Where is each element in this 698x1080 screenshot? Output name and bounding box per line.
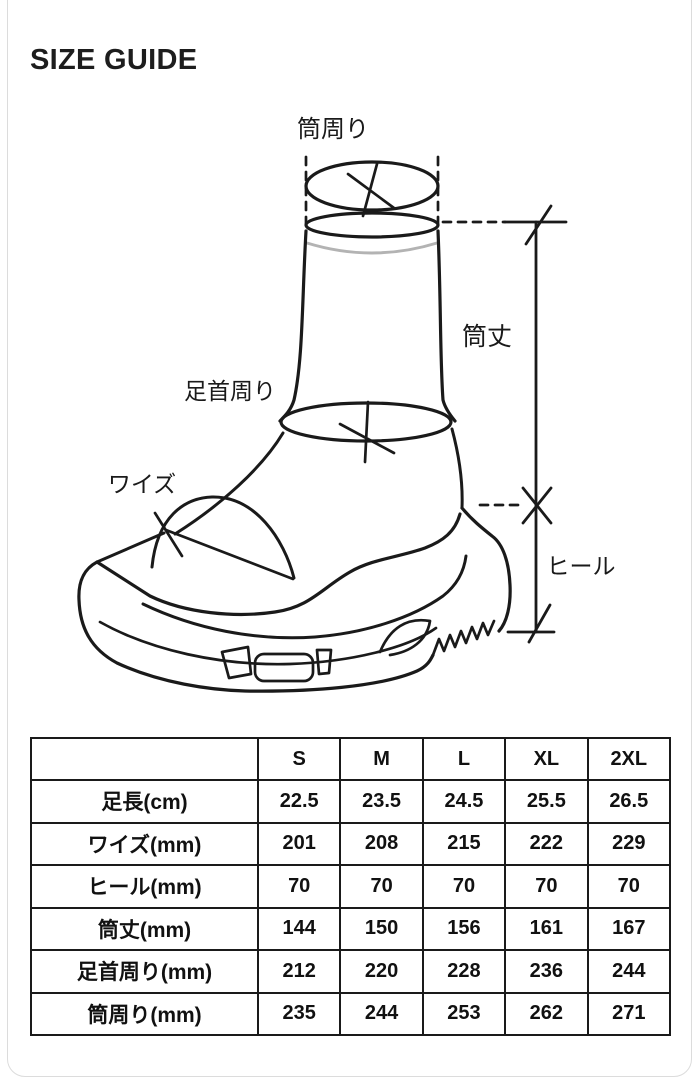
size-value: 253	[421, 991, 507, 1036]
table-row-width: ワイズ(mm) 201 208 215 222 229	[30, 821, 672, 866]
heel-block-right-edge	[460, 506, 512, 633]
dimension-lines	[441, 204, 568, 644]
size-value: 236	[504, 949, 589, 994]
sole-outline	[77, 560, 435, 693]
bottom-arrow-tick	[527, 603, 552, 644]
size-col-header-m: M	[339, 737, 424, 781]
size-value: 229	[586, 821, 672, 866]
heel-label: ヒール	[547, 553, 616, 579]
page-title: SIZE GUIDE	[30, 44, 198, 77]
size-value: 25.5	[504, 779, 589, 824]
size-col-header-xl: XL	[504, 737, 589, 781]
boot-shaft	[278, 155, 457, 423]
size-value: 208	[339, 821, 424, 866]
toe-dome-arc	[150, 495, 296, 580]
size-value: 215	[421, 821, 507, 866]
size-value: 228	[421, 949, 507, 994]
row-label: 足首周り(mm)	[30, 949, 259, 994]
size-value: 70	[256, 864, 342, 909]
row-label: ヒール(mm)	[30, 864, 259, 909]
foot-section	[95, 427, 464, 581]
sole-top-interface-line	[95, 512, 462, 617]
size-guide-table: S M L XL 2XL 足長(cm) 22.5 23.5 24.5 25.5 …	[30, 737, 672, 1036]
row-label: 足長(cm)	[30, 779, 259, 824]
shaft-rim-ellipse	[304, 211, 440, 239]
size-value: 244	[586, 949, 672, 994]
sole-section	[77, 506, 512, 693]
size-value: 144	[256, 906, 342, 951]
size-value: 24.5	[421, 779, 507, 824]
size-header-row: S M L XL 2XL	[30, 737, 672, 781]
heel-tread-sawtooth	[431, 619, 496, 657]
size-value: 70	[504, 864, 589, 909]
width-measure-line	[164, 528, 295, 581]
midsole-wave-line-1	[141, 554, 468, 640]
heel-back-line	[450, 427, 464, 510]
heel-arch-cutout	[378, 618, 432, 657]
size-value: 235	[256, 991, 342, 1036]
size-col-header-2xl: 2XL	[586, 737, 672, 781]
table-row-tube-circumference: 筒周り(mm) 235 244 253 262 271	[30, 991, 672, 1036]
size-value: 70	[586, 864, 672, 909]
ankle-cross-mark	[338, 400, 396, 464]
toe-top-edge	[95, 531, 166, 564]
diagram-labels: 筒周り 筒丈 足首周り ワイズ ヒール	[108, 116, 616, 579]
size-value: 26.5	[586, 779, 672, 824]
row-label: 筒丈(mm)	[30, 906, 259, 951]
shaft-gray-band	[305, 241, 439, 255]
size-value: 244	[339, 991, 424, 1036]
shaft-left-line	[278, 229, 308, 423]
ankle-section	[279, 400, 453, 464]
table-row-ankle-circumference: 足首周り(mm) 212 220 228 236 244	[30, 949, 672, 994]
size-value: 212	[256, 949, 342, 994]
width-label: ワイズ	[108, 471, 176, 497]
row-label: 筒周り(mm)	[30, 991, 259, 1036]
corner-cell	[30, 737, 259, 781]
midsole-wave-line-2	[98, 620, 438, 666]
size-value: 167	[586, 906, 672, 951]
row-label: ワイズ(mm)	[30, 821, 259, 866]
tube-height-label: 筒丈	[462, 323, 512, 351]
tread-window-left	[220, 645, 253, 680]
size-value: 201	[256, 821, 342, 866]
size-value: 271	[586, 991, 672, 1036]
ankle-circumference-label: 足首周り	[184, 378, 276, 404]
width-tick-mark	[153, 511, 184, 558]
size-value: 161	[504, 906, 589, 951]
tread-window-center	[253, 652, 315, 683]
size-value: 156	[421, 906, 507, 951]
size-value: 23.5	[339, 779, 424, 824]
size-value: 70	[339, 864, 424, 909]
size-value: 150	[339, 906, 424, 951]
shaft-right-line	[436, 229, 457, 423]
table-row-heel: ヒール(mm) 70 70 70 70 70	[30, 864, 672, 909]
tube-circumference-cross-mark	[346, 162, 396, 218]
tube-circumference-label: 筒周り	[297, 116, 369, 143]
size-value: 222	[504, 821, 589, 866]
size-col-header-l: L	[421, 737, 507, 781]
top-arrow-tick	[524, 204, 553, 246]
size-value: 22.5	[256, 779, 342, 824]
tread-window-right	[315, 648, 333, 676]
instep-line	[173, 431, 285, 536]
size-value: 262	[504, 991, 589, 1036]
mid-arrow-cross	[521, 486, 553, 525]
table-row-tube-height: 筒丈(mm) 144 150 156 161 167	[30, 906, 672, 951]
size-col-header-s: S	[256, 737, 342, 781]
boot-opening-ellipse	[304, 160, 440, 212]
table-row-foot-length: 足長(cm) 22.5 23.5 24.5 25.5 26.5	[30, 779, 672, 824]
boot-measurement-diagram: 筒周り 筒丈 足首周り ワイズ ヒール	[77, 116, 616, 693]
size-value: 220	[339, 949, 424, 994]
size-value: 70	[421, 864, 507, 909]
